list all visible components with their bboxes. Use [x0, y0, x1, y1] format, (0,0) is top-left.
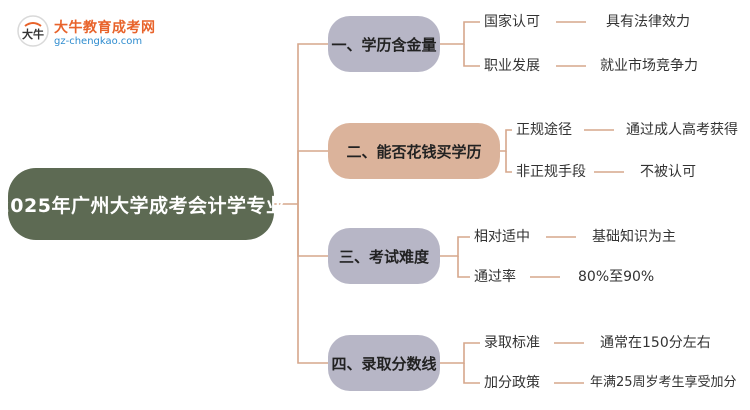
leaf-value: 80%至90% — [578, 269, 655, 285]
branch-node-label: 二、能否花钱买学历 — [346, 142, 482, 161]
logo-title: 大牛教育成考网 — [54, 20, 156, 36]
branch-node-admission-score: 四、录取分数线 — [328, 335, 440, 391]
leaf-value: 具有法律效力 — [606, 14, 690, 30]
branch-node-label: 四、录取分数线 — [331, 354, 437, 373]
leaf-label: 加分政策 — [484, 375, 540, 391]
root-node-label: 2025年广州大学成考会计学专业 — [0, 194, 286, 217]
branch-node-exam-difficulty: 三、考试难度 — [328, 228, 440, 284]
branch-node-label: 三、考试难度 — [338, 247, 429, 266]
b3-child2-connector — [457, 256, 470, 278]
leaf-label: 职业发展 — [484, 58, 540, 74]
leaf-value: 通过成人高考获得 — [626, 122, 738, 138]
leaf-value: 就业市场竞争力 — [600, 58, 698, 74]
b2-child2-connector — [505, 151, 512, 173]
branch-node-buy-degree: 二、能否花钱买学历 — [328, 123, 500, 179]
brand-logo: 大牛 大牛教育成考网 gz-chengkao.com — [16, 14, 216, 54]
branch-3-connector — [297, 204, 328, 257]
b1-child2-connector — [463, 44, 480, 67]
svg-text:大牛: 大牛 — [22, 27, 44, 41]
leaf-label: 国家认可 — [484, 14, 540, 30]
leaf-label: 非正规手段 — [516, 164, 586, 180]
branch-node-label: 一、学历含金量 — [331, 35, 437, 54]
root-node: 2025年广州大学成考会计学专业 — [0, 168, 285, 240]
branch-node-education-value: 一、学历含金量 — [328, 16, 440, 72]
b1-child1-connector — [440, 21, 480, 45]
leaf-value: 基础知识为主 — [592, 229, 676, 245]
leaf-value: 不被认可 — [640, 164, 696, 180]
branch-2-connector — [297, 150, 328, 204]
leaf-label: 录取标准 — [484, 335, 540, 351]
branch-4-connector — [297, 204, 328, 364]
leaf-label: 正规途径 — [516, 122, 572, 138]
b4-child2-connector — [463, 363, 480, 384]
leaf-value: 年满25周岁考生享受加分 — [590, 375, 737, 390]
b3-child1-connector — [440, 236, 470, 257]
logo-mark-icon: 大牛 — [17, 15, 49, 47]
logo-url: gz-chengkao.com — [54, 36, 143, 47]
b2-child1-connector — [500, 129, 512, 152]
branch-1-connector — [297, 43, 328, 204]
b4-child1-connector — [440, 342, 480, 364]
leaf-value: 通常在150分左右 — [600, 335, 711, 351]
leaf-label: 相对适中 — [474, 229, 530, 245]
leaf-label: 通过率 — [474, 269, 516, 285]
